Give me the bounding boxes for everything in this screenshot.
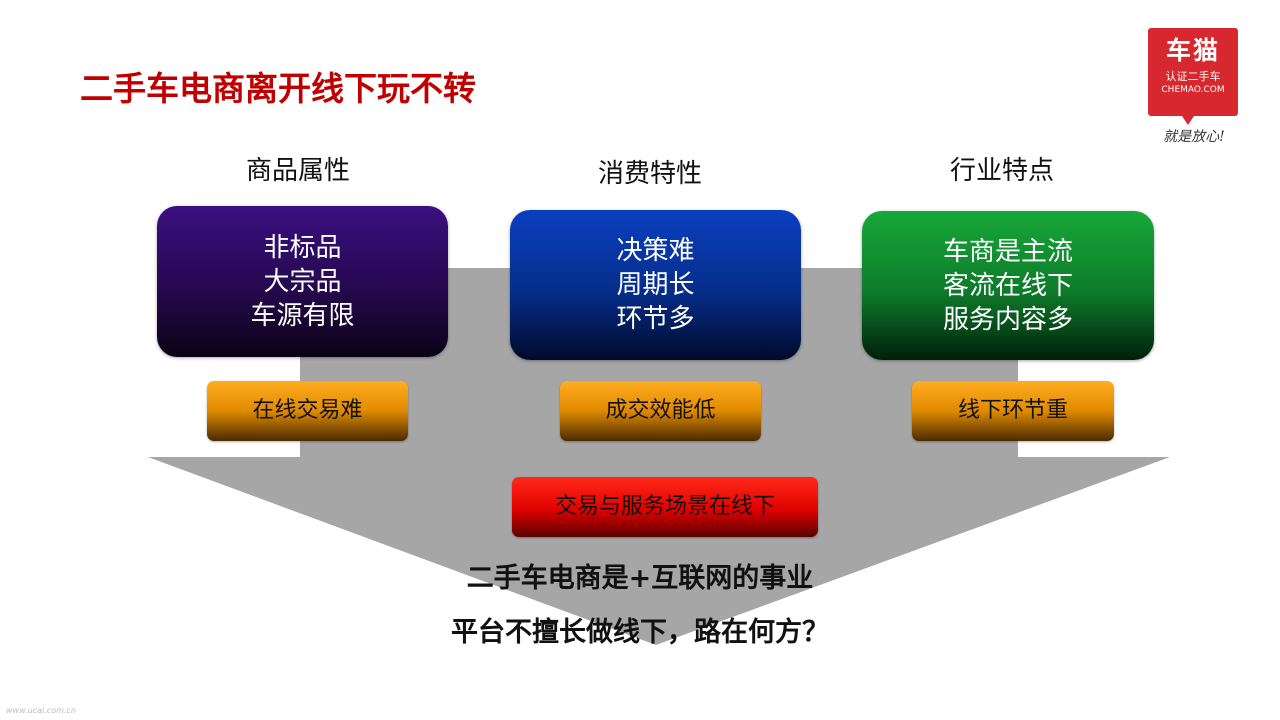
box-item: 大宗品	[263, 266, 342, 297]
box-item: 决策难	[616, 236, 695, 266]
result-pill-consumption: 成交效能低	[560, 381, 761, 441]
box-item: 环节多	[616, 304, 695, 334]
chemao-logo: 车猫 认证二手车 CHEMAO.COM	[1148, 28, 1238, 116]
box-industry-features: 车商是主流 客流在线下 服务内容多	[862, 211, 1154, 360]
box-item: 客流在线下	[942, 270, 1073, 301]
conclusion-pill: 交易与服务场景在线下	[512, 477, 818, 537]
logo-pointer-icon	[1182, 116, 1194, 125]
box-product-attributes: 非标品 大宗品 车源有限	[157, 206, 448, 357]
logo-slogan: 就是放心!	[1163, 129, 1225, 145]
box-consumption-traits: 决策难 周期长 环节多	[510, 210, 801, 360]
arrow-shape	[148, 268, 1170, 645]
box-item: 车源有限	[250, 300, 355, 331]
box-item: 非标品	[263, 232, 342, 263]
column-heading-consumption: 消费特性	[597, 159, 702, 189]
logo-name: 车猫	[1165, 36, 1220, 65]
box-item: 周期长	[616, 270, 695, 300]
page-title: 二手车电商离开线下玩不转	[80, 69, 476, 108]
column-heading-industry: 行业特点	[949, 156, 1054, 186]
box-item: 服务内容多	[942, 304, 1073, 335]
summary-line-2: 平台不擅长做线下，路在何方？	[451, 617, 829, 648]
summary-line-1: 二手车电商是+互联网的事业	[466, 563, 814, 594]
watermark: www.ucai.com.cn	[6, 706, 76, 715]
box-item: 车商是主流	[942, 236, 1073, 267]
logo-url: CHEMAO.COM	[1161, 85, 1225, 95]
result-pill-product: 在线交易难	[207, 381, 408, 441]
logo-subtitle: 认证二手车	[1165, 70, 1221, 83]
column-heading-product: 商品属性	[245, 156, 350, 186]
result-pill-industry: 线下环节重	[912, 381, 1114, 441]
